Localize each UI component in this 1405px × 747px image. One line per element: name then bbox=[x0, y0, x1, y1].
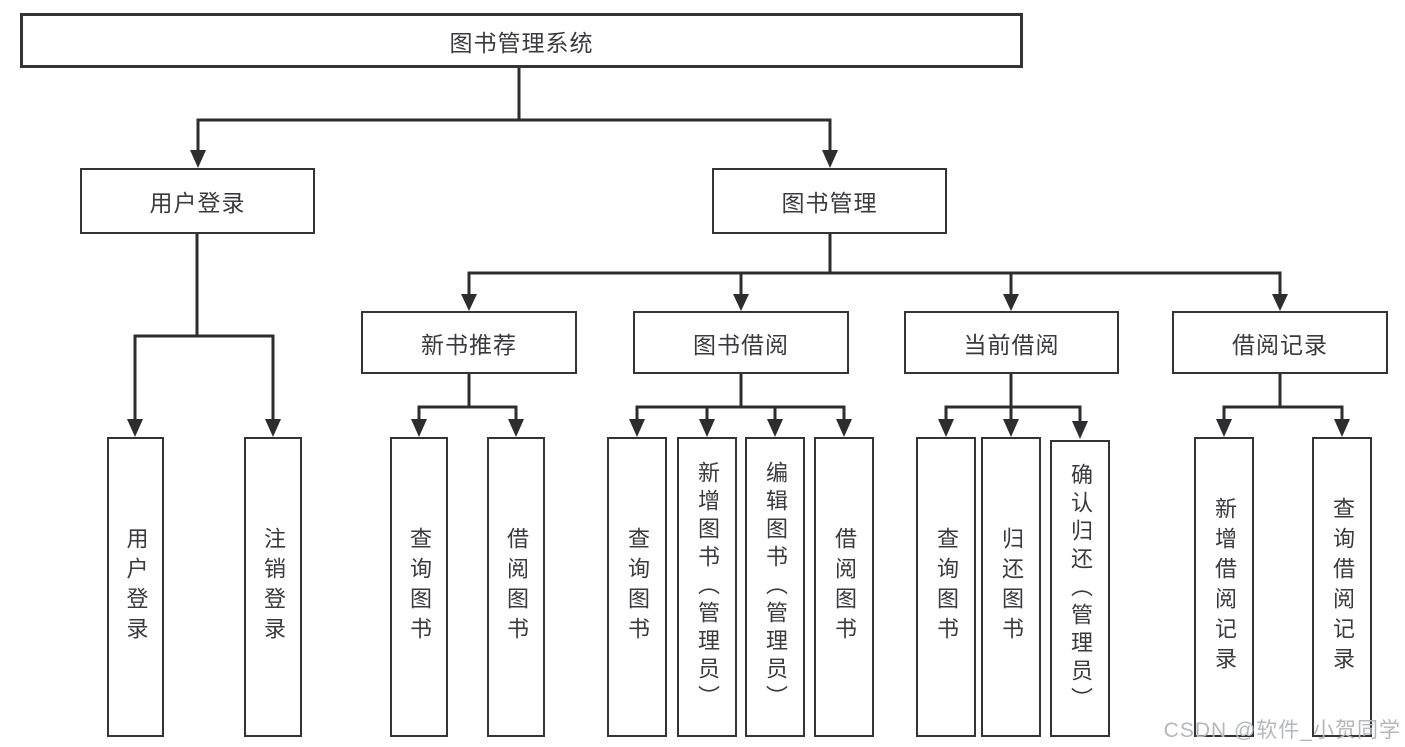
connector-group-user-login bbox=[127, 232, 281, 437]
leaf-edit-books-admin: 编辑图书（管理员） bbox=[745, 437, 805, 737]
leaf-newbook-query-books-label: 查询图书 bbox=[407, 527, 432, 647]
csdn-watermark: CSDN @软件_小贺同学 bbox=[1163, 719, 1401, 742]
leaf-query-borrow-record: 查询借阅记录 bbox=[1312, 437, 1372, 737]
leaf-confirm-return-admin: 确认归还（管理员） bbox=[1050, 440, 1110, 737]
connector-group-new-book bbox=[411, 372, 524, 437]
node-book-borrow: 图书借阅 bbox=[633, 311, 849, 374]
leaf-user-login-label: 用户登录 bbox=[123, 527, 149, 647]
node-borrow-records: 借阅记录 bbox=[1172, 311, 1388, 374]
leaf-add-borrow-record: 新增借阅记录 bbox=[1194, 437, 1254, 737]
leaf-borrow-books: 借阅图书 bbox=[814, 437, 874, 737]
leaf-newbook-borrow-books: 借阅图书 bbox=[487, 437, 545, 737]
node-book-management-label: 图书管理 bbox=[781, 190, 878, 216]
node-current-borrow: 当前借阅 bbox=[904, 311, 1119, 374]
node-current-borrow-label: 当前借阅 bbox=[963, 331, 1060, 358]
leaf-newbook-borrow-books-label: 借阅图书 bbox=[504, 527, 529, 647]
leaf-add-borrow-record-label: 新增借阅记录 bbox=[1212, 497, 1237, 677]
node-borrow-records-label: 借阅记录 bbox=[1232, 331, 1328, 358]
connector-group-book-mgmt bbox=[461, 232, 1288, 311]
leaf-current-query-books-label: 查询图书 bbox=[934, 527, 959, 647]
node-root-system: 图书管理系统 bbox=[20, 13, 1023, 68]
leaf-logout-label: 注销登录 bbox=[261, 527, 286, 647]
leaf-borrow-books-label: 借阅图书 bbox=[832, 527, 857, 647]
node-book-management: 图书管理 bbox=[712, 168, 947, 234]
leaf-return-books: 归还图书 bbox=[981, 437, 1041, 737]
leaf-current-query-books: 查询图书 bbox=[916, 437, 976, 737]
leaf-confirm-return-admin-label: 确认归还（管理员） bbox=[1068, 462, 1093, 715]
node-new-book-recommend-label: 新书推荐 bbox=[421, 331, 517, 358]
leaf-borrow-query-books: 查询图书 bbox=[607, 437, 667, 737]
connector-group-records bbox=[1216, 372, 1350, 437]
leaf-add-books-admin: 新增图书（管理员） bbox=[677, 437, 737, 737]
connector-group-root bbox=[190, 65, 838, 168]
leaf-return-books-label: 归还图书 bbox=[999, 527, 1024, 647]
leaf-edit-books-admin-label: 编辑图书（管理员） bbox=[763, 461, 788, 713]
leaf-borrow-query-books-label: 查询图书 bbox=[625, 527, 650, 647]
connector-group-book-borrow bbox=[629, 372, 852, 437]
node-new-book-recommend: 新书推荐 bbox=[361, 311, 577, 374]
leaf-newbook-query-books: 查询图书 bbox=[390, 437, 448, 737]
leaf-user-login: 用户登录 bbox=[107, 437, 164, 737]
leaf-add-books-admin-label: 新增图书（管理员） bbox=[695, 461, 720, 713]
node-root-label: 图书管理系统 bbox=[449, 29, 594, 56]
connector-group-current-borrow bbox=[938, 372, 1088, 439]
node-user-login-label: 用户登录 bbox=[149, 190, 246, 216]
node-user-login: 用户登录 bbox=[80, 168, 315, 234]
leaf-logout: 注销登录 bbox=[244, 437, 302, 737]
node-book-borrow-label: 图书借阅 bbox=[693, 331, 789, 358]
leaf-query-borrow-record-label: 查询借阅记录 bbox=[1330, 497, 1355, 677]
